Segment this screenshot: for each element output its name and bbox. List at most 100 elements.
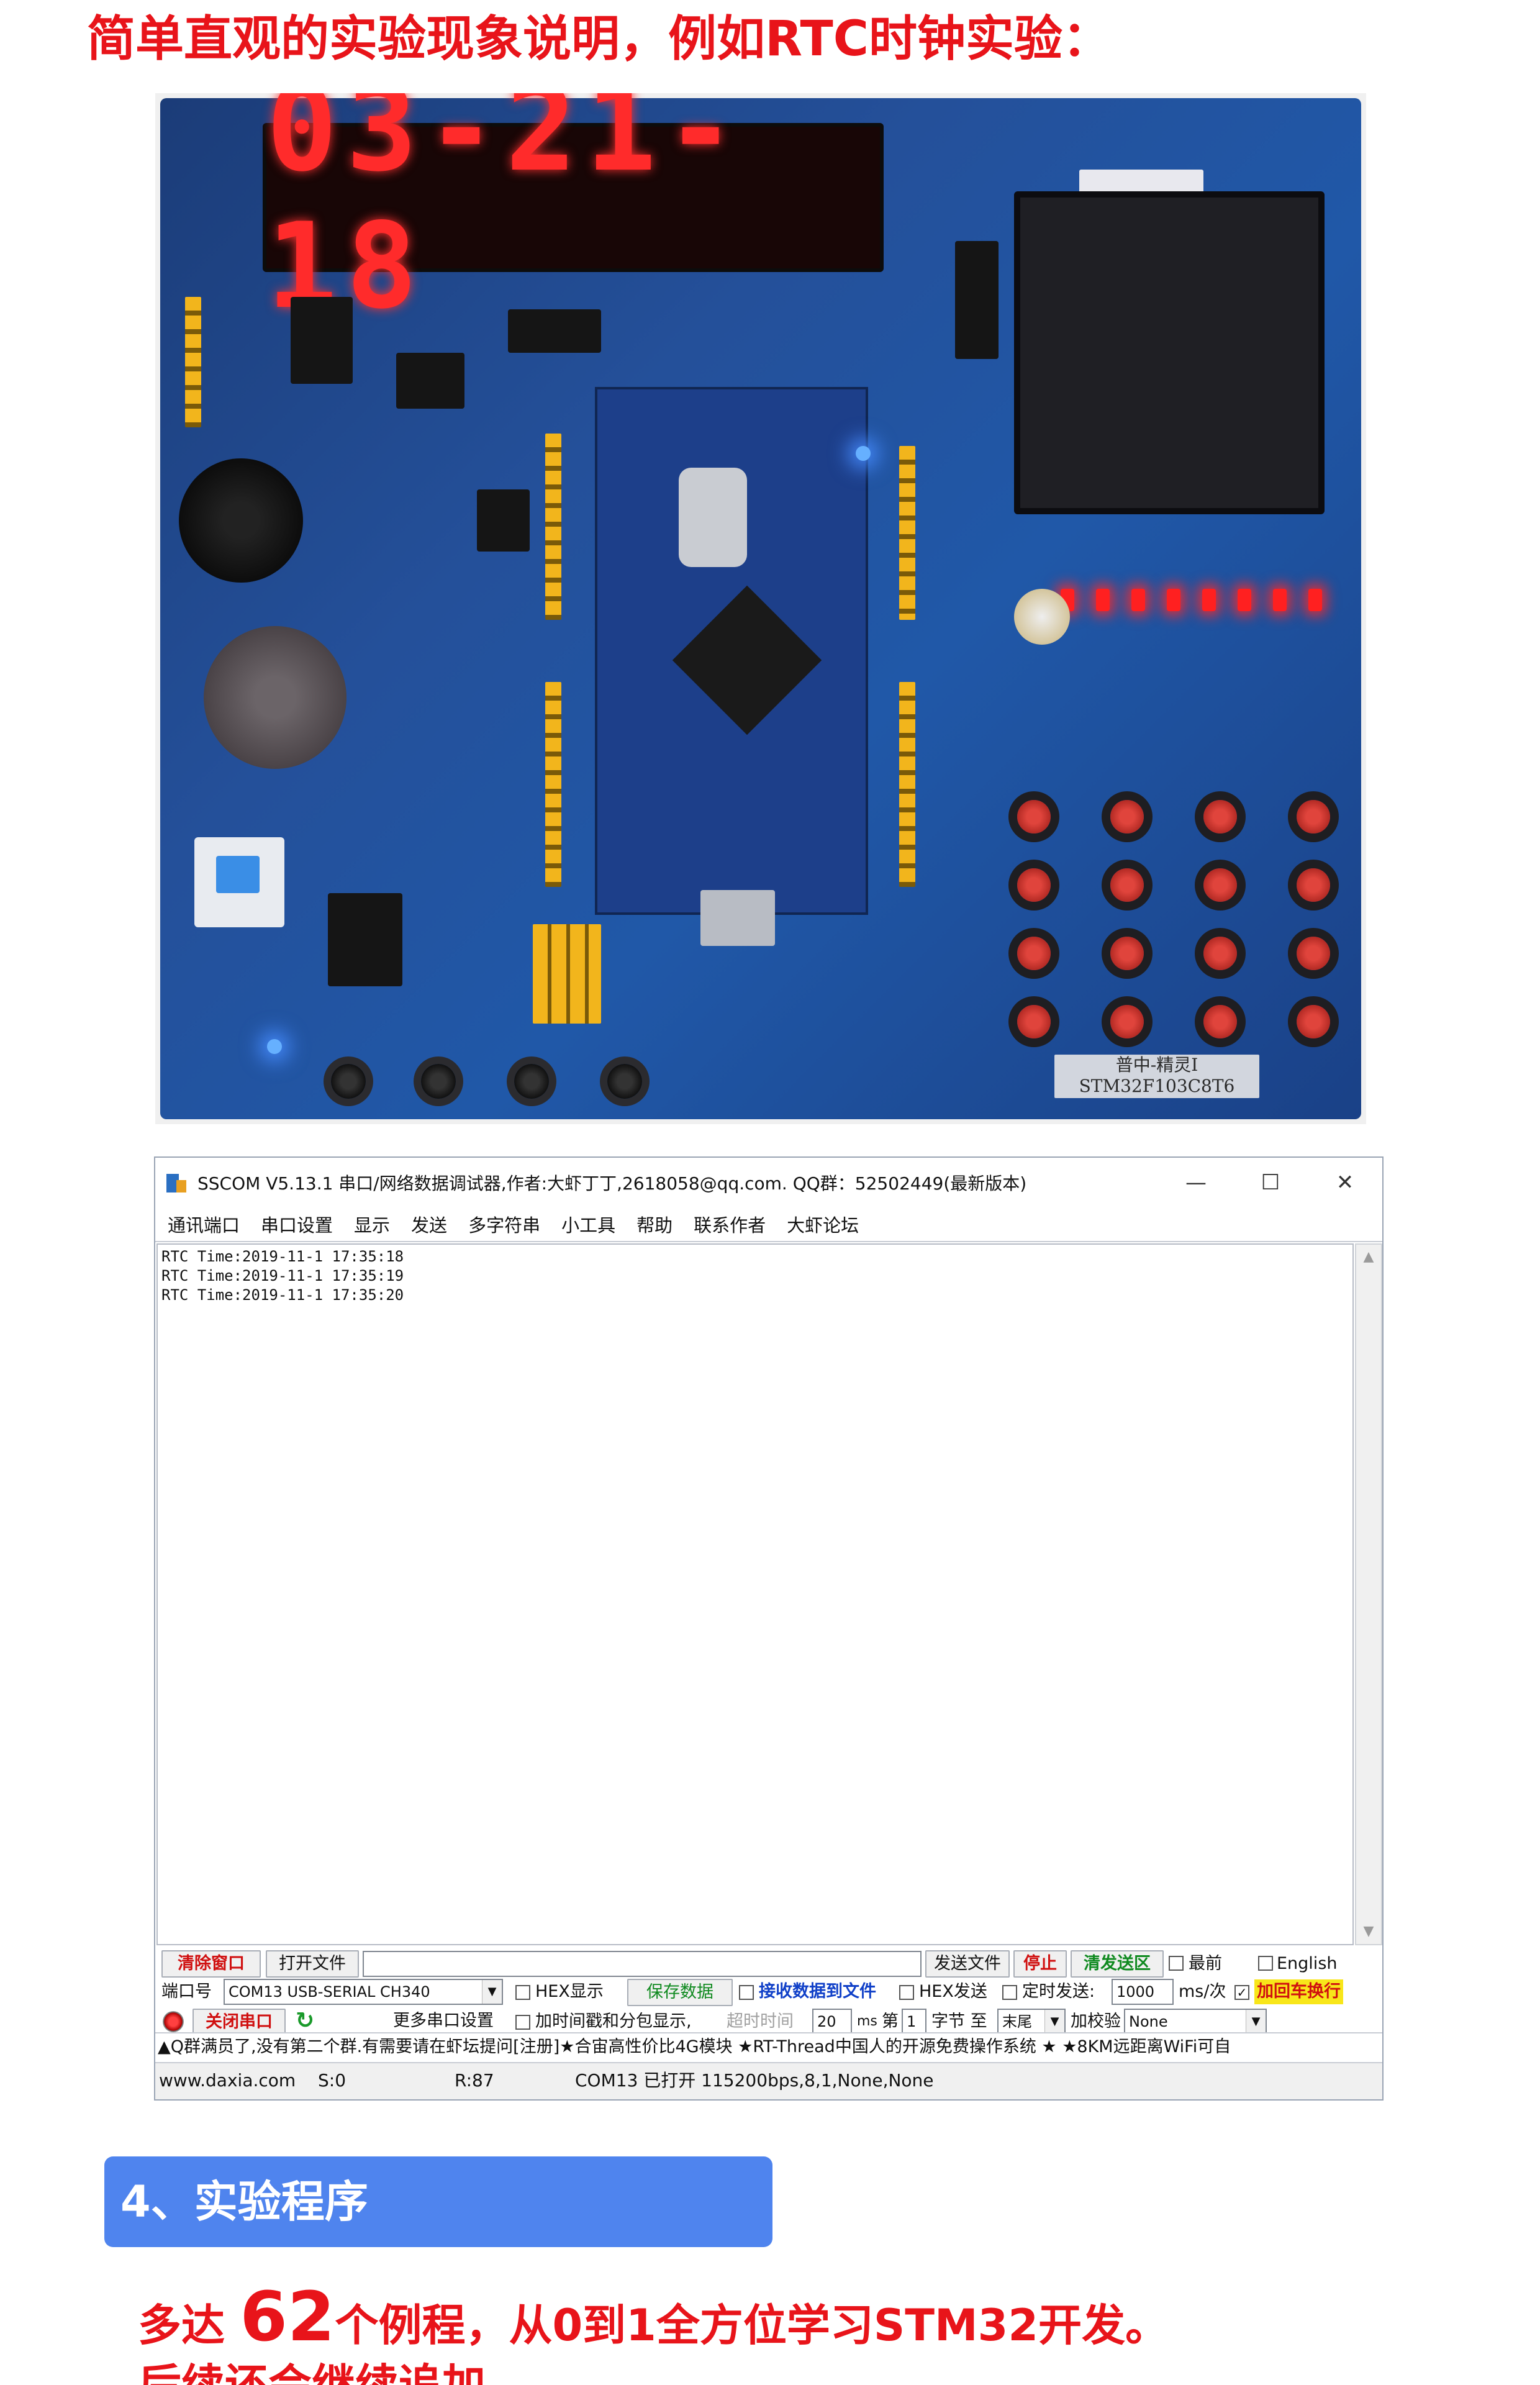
timed-send-checkbox[interactable] (1002, 1985, 1017, 2000)
key-button (1203, 1005, 1237, 1038)
english-label: English (1277, 1954, 1338, 1973)
hex-send-checkbox[interactable] (899, 1985, 914, 2000)
send-file-button[interactable]: 发送文件 (925, 1950, 1010, 1978)
key-button (1297, 1005, 1330, 1038)
key-button (1017, 1005, 1051, 1038)
status-port: COM13 已打开 115200bps,8,1,None,None (575, 2070, 934, 2091)
port-select[interactable]: COM13 USB-SERIAL CH340 ▼ (224, 1979, 503, 2005)
menu-forum[interactable]: 大虾论坛 (787, 1215, 859, 1236)
status-site[interactable]: www.daxia.com (159, 2070, 296, 2091)
hex-display-checkbox[interactable] (515, 1985, 530, 2000)
english-checkbox[interactable] (1258, 1956, 1273, 1971)
ms-label: ms (857, 2014, 877, 2029)
crystal (679, 468, 747, 567)
tactile-button (514, 1064, 549, 1099)
log-line: RTC Time:2019-11-1 17:35:18 (161, 1248, 404, 1265)
pcb: 03-21-18 (160, 93, 1361, 1119)
silk-label-line1: 普中-精灵I (1115, 1055, 1198, 1075)
key-button (1110, 1005, 1144, 1038)
menu-send[interactable]: 发送 (411, 1215, 448, 1236)
pin-header (545, 434, 561, 620)
timestamp-checkbox[interactable] (515, 2015, 530, 2030)
more-serial-settings-button[interactable]: 更多串口设置 (393, 2011, 494, 2030)
pin-header (545, 682, 561, 887)
bottom-text-prefix: 多达 (138, 2300, 240, 2351)
menu-serial-settings[interactable]: 串口设置 (261, 1215, 333, 1236)
clear-window-button[interactable]: 清除窗口 (161, 1950, 261, 1978)
status-bar: www.daxia.com S:0 R:87 COM13 已打开 115200b… (155, 2062, 1382, 2099)
blue-led (267, 1039, 282, 1054)
record-icon (163, 2011, 184, 2032)
seven-segment-display: 03-21-18 (263, 93, 884, 335)
potentiometer (1014, 589, 1070, 645)
nth-label: 第 (882, 2012, 899, 2031)
ic-chip (396, 353, 464, 409)
window-title: SSCOM V5.13.1 串口/网络数据调试器,作者:大虾丁丁,2618058… (197, 1173, 1027, 1194)
key-button (1203, 800, 1237, 834)
title-bar: SSCOM V5.13.1 串口/网络数据调试器,作者:大虾丁丁,2618058… (155, 1158, 1382, 1207)
key-button (1297, 800, 1330, 834)
to-select[interactable]: 末尾 ▼ (997, 2009, 1066, 2035)
coin-battery (204, 626, 346, 769)
ad-ticker[interactable]: ▲Q群满员了,没有第二个群.有需要请在虾坛提问[注册]★合宙高性价比4G模块 ★… (155, 2032, 1382, 2060)
board-silk-label: 普中-精灵I STM32F103C8T6 (1054, 1055, 1259, 1098)
file-path-field[interactable] (363, 1951, 922, 1977)
byte-to-label: 字节 至 (931, 2012, 987, 2031)
blue-led (856, 446, 871, 461)
menu-help[interactable]: 帮助 (636, 1215, 673, 1236)
pin-header (185, 297, 201, 427)
chevron-down-icon[interactable]: ▼ (1044, 2010, 1064, 2033)
receive-log[interactable]: RTC Time:2019-11-1 17:35:18 RTC Time:201… (156, 1243, 1354, 1945)
port-select-value: COM13 USB-SERIAL CH340 (229, 1983, 430, 2001)
chevron-down-icon[interactable]: ▼ (1246, 2010, 1266, 2033)
ic-chip (508, 309, 601, 353)
menu-bar: 通讯端口 串口设置 显示 发送 多字符串 小工具 帮助 联系作者 大虾论坛 (155, 1207, 1382, 1242)
key-button (1110, 800, 1144, 834)
menu-display[interactable]: 显示 (354, 1215, 391, 1236)
to-select-value: 末尾 (1002, 2013, 1032, 2030)
red-led (1131, 589, 1145, 611)
minimize-button[interactable]: — (1185, 1170, 1207, 1195)
stop-button[interactable]: 停止 (1013, 1950, 1067, 1978)
menu-multi-string[interactable]: 多字符串 (468, 1215, 541, 1236)
key-button (1017, 800, 1051, 834)
lcd-screen (1014, 191, 1325, 514)
timeout-label: 超时时间 (727, 2012, 794, 2031)
timestamp-label: 加时间戳和分包显示, (535, 2012, 692, 2031)
scroll-down-icon[interactable]: ▼ (1363, 1924, 1374, 1939)
maximize-button[interactable]: ☐ (1261, 1170, 1280, 1195)
add-crlf-checkbox[interactable]: ✓ (1234, 1985, 1249, 2000)
topmost-checkbox[interactable] (1169, 1956, 1184, 1971)
hex-display-label: HEX显示 (535, 1982, 604, 2001)
scroll-up-icon[interactable]: ▲ (1363, 1249, 1374, 1265)
interval-unit: ms/次 (1179, 1982, 1226, 2001)
clear-send-area-button[interactable]: 清发送区 (1071, 1950, 1164, 1978)
save-data-button[interactable]: 保存数据 (627, 1979, 733, 2006)
hex-send-label: HEX发送 (919, 1982, 987, 2001)
menu-tools[interactable]: 小工具 (561, 1215, 616, 1236)
recv-to-file-checkbox[interactable] (739, 1985, 754, 2000)
close-button[interactable]: ✕ (1336, 1170, 1354, 1195)
ic-chip (955, 241, 999, 359)
pin-header (899, 682, 915, 887)
key-button (1110, 937, 1144, 970)
checksum-select[interactable]: None ▼ (1124, 2009, 1267, 2035)
menu-contact-author[interactable]: 联系作者 (694, 1215, 766, 1236)
status-sent: S:0 (318, 2070, 346, 2091)
red-led (1202, 589, 1216, 611)
menu-comm-port[interactable]: 通讯端口 (168, 1215, 240, 1236)
open-file-button[interactable]: 打开文件 (266, 1950, 359, 1978)
add-crlf-label: 加回车换行 (1254, 1979, 1343, 2004)
red-led (1167, 589, 1180, 611)
chevron-down-icon[interactable]: ▼ (482, 1980, 502, 2004)
log-line: RTC Time:2019-11-1 17:35:19 (161, 1267, 404, 1284)
recv-to-file-label[interactable]: 接收数据到文件 (759, 1982, 876, 2001)
red-led (1238, 589, 1251, 611)
topmost-label: 最前 (1189, 1954, 1222, 1973)
interval-input[interactable]: 1000 (1112, 1979, 1174, 2005)
status-received: R:87 (455, 2070, 494, 2091)
log-scrollbar[interactable]: ▲ ▼ (1355, 1243, 1382, 1945)
board-photo: 03-21-18 (155, 93, 1366, 1124)
power-switch (194, 837, 284, 927)
refresh-icon[interactable]: ↻ (296, 2008, 315, 2033)
